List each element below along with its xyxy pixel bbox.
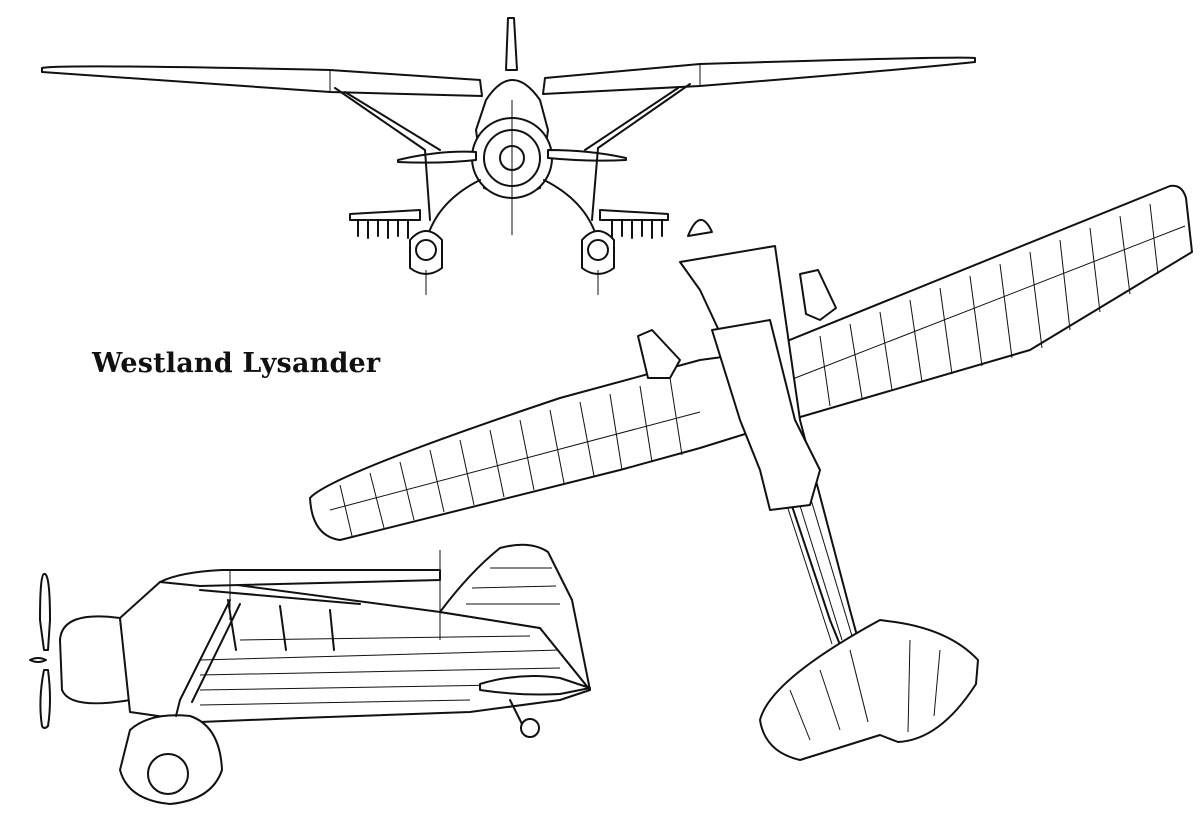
plan-canopy bbox=[711, 319, 821, 511]
side-tailplane bbox=[479, 675, 591, 696]
front-fin bbox=[505, 17, 518, 71]
front-right-wheel-spat bbox=[581, 230, 615, 275]
front-left-strut bbox=[334, 87, 441, 221]
front-right-wing bbox=[542, 56, 976, 95]
front-left-wing bbox=[41, 65, 483, 97]
front-left-wheel-spat bbox=[409, 230, 443, 275]
plan-right-spat bbox=[799, 269, 837, 321]
side-wing bbox=[159, 569, 441, 587]
front-bombs-left bbox=[357, 219, 409, 239]
plan-wing-ribs bbox=[339, 203, 1159, 537]
side-propeller bbox=[39, 573, 51, 651]
side-tail-wheel bbox=[520, 718, 540, 738]
plan-tailplane bbox=[759, 619, 979, 761]
front-bombs-right bbox=[611, 219, 663, 239]
plan-left-spat bbox=[637, 329, 681, 379]
plan-spinner bbox=[687, 219, 713, 237]
drawing-title: Westland Lysander bbox=[92, 348, 381, 379]
side-fin bbox=[439, 543, 591, 691]
front-left-stub-wing bbox=[349, 209, 421, 221]
side-cowling bbox=[59, 615, 131, 705]
front-right-strut bbox=[584, 83, 691, 221]
side-wheel-spat bbox=[119, 714, 223, 805]
front-right-stub-wing bbox=[599, 209, 669, 221]
